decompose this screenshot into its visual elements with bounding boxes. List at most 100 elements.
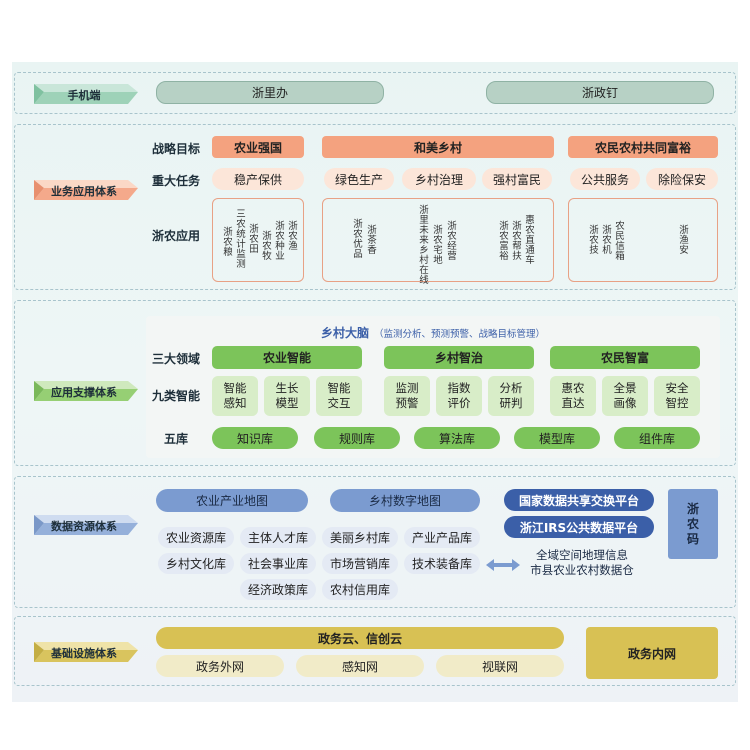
apps-row-label: 浙农应用 [152,229,201,243]
intel-monitor-warning[interactable]: 监测预警 [384,376,430,416]
app-zhenong-seed[interactable]: 浙农种业 [275,221,285,262]
map-agri-industry[interactable]: 农业产业地图 [156,489,308,512]
goals-row-label: 战略目标 [152,142,201,156]
domain-village-governance[interactable]: 乡村智治 [384,346,534,369]
intel-panoramic-profile[interactable]: 全景画像 [602,376,648,416]
app-chaxiang[interactable]: 浙茶香 [367,225,377,256]
db-marketing[interactable]: 市场营销库 [322,553,398,574]
app-zhenongliang[interactable]: 浙农粮 [223,227,233,258]
business-tag-label: 业务应用体系 [51,185,117,198]
db-subject-talent[interactable]: 主体人才库 [240,527,316,548]
net-video[interactable]: 视联网 [436,655,564,677]
db-village-culture[interactable]: 乡村文化库 [158,553,234,574]
db-rural-credit[interactable]: 农村信用库 [322,579,398,600]
warehouse-text: 全域空间地理信息 市县农业农村数据仓 [522,548,642,578]
db-tech-equipment[interactable]: 技术装备库 [404,553,480,574]
intel-card-line: 预警 [395,396,419,410]
gov-cloud[interactable]: 政务云、信创云 [156,627,564,649]
brain-title-row: 乡村大脑 （监测分析、预测预警、战略目标管理） [146,322,720,341]
lib-algorithm[interactable]: 算法库 [414,427,500,449]
task-strong-village: 强村富民 [482,168,552,190]
intel-smart-sensing[interactable]: 智能感知 [212,376,258,416]
app-future-village[interactable]: 浙里未来乡村在线 [419,205,429,286]
goal-common-prosperity: 农民农村共同富裕 [568,136,718,158]
apps-box-farmers [568,198,718,282]
intel-growth-model[interactable]: 生长模型 [264,376,310,416]
app-youpin[interactable]: 浙农优品 [353,219,363,260]
app-yuan[interactable]: 浙渔安 [679,225,689,256]
intel-card-text: 监测预警 [396,381,419,411]
platform-zhejiang-irs[interactable]: 浙江IRS公共数据平台 [504,516,654,538]
gov-intranet[interactable]: 政务内网 [586,627,718,679]
nine-row-label: 九类智能 [152,389,201,403]
layer-tag-icon [34,381,138,401]
lib-component[interactable]: 组件库 [614,427,700,449]
app-zhenongtian[interactable]: 浙农田 [249,224,259,255]
intel-card-line: 智能 [223,381,247,395]
data-tag-label: 数据资源体系 [51,520,117,533]
intel-card-text: 指数评价 [448,381,471,411]
lib-knowledge[interactable]: 知识库 [212,427,298,449]
zhenong-code-label: 浙农码 [686,501,699,546]
apps-box-village [322,198,554,282]
layer-tag-icon [34,84,138,104]
db-industry-product[interactable]: 产业产品库 [404,527,480,548]
layer-tag-icon [34,642,138,662]
app-fuyu[interactable]: 浙农富裕 [499,221,509,262]
app-zhaidi[interactable]: 浙农宅地 [433,225,443,266]
db-beautiful-village[interactable]: 美丽乡村库 [322,527,398,548]
intel-card-line: 全景 [613,381,637,395]
mobile-section [14,72,736,114]
intel-card-line: 智控 [665,396,689,410]
data-section [14,476,736,608]
intel-card-text: 分析研判 [500,381,523,411]
mobile-tag-label: 手机端 [67,89,101,102]
business-tag: 业务应用体系 [28,172,140,208]
intel-card-text: 安全智控 [666,381,689,411]
db-social-affairs[interactable]: 社会事业库 [240,553,316,574]
intel-direct-benefit[interactable]: 惠农直达 [550,376,596,416]
db-economic-policy[interactable]: 经济政策库 [240,579,316,600]
app-nongji-tech[interactable]: 浙农技 [589,225,599,256]
net-sensing[interactable]: 感知网 [296,655,424,677]
intel-card-line: 直达 [561,396,585,410]
intel-card-line: 交互 [327,396,351,410]
lib-model[interactable]: 模型库 [514,427,600,449]
layer-tag-icon [34,515,138,535]
intel-smart-interaction[interactable]: 智能交互 [316,376,362,416]
net-gov-external[interactable]: 政务外网 [156,655,284,677]
intel-card-line: 生长 [275,381,299,395]
zhezhengding-button[interactable]: 浙政钉 [486,81,714,104]
intel-card-line: 画像 [613,396,637,410]
domain-farmer-wealth[interactable]: 农民智富 [550,346,700,369]
zhelibang-button[interactable]: 浙里办 [156,81,384,104]
apps-box-agri [212,198,304,282]
infra-tag: 基础设施体系 [28,634,140,670]
db-agri-resources[interactable]: 农业资源库 [158,527,234,548]
intel-card-text: 智能感知 [224,381,247,411]
app-nongji-machine[interactable]: 浙农机 [602,225,612,256]
intel-analysis-judgement[interactable]: 分析研判 [488,376,534,416]
intel-card-line: 指数 [447,381,471,395]
tasks-row-label: 重大任务 [152,174,201,188]
domain-agri-intelligence[interactable]: 农业智能 [212,346,362,369]
business-section [14,124,736,290]
platform-national-exchange[interactable]: 国家数据共享交换平台 [504,489,654,511]
lib-rules[interactable]: 规则库 [314,427,400,449]
map-village-digital[interactable]: 乡村数字地图 [330,489,480,512]
app-zhenongmu[interactable]: 浙农牧 [262,231,272,262]
warehouse-line-county: 市县农业农村数据仓 [530,563,634,577]
app-bangfu[interactable]: 浙农帮扶 [512,221,522,262]
app-zhenongyu[interactable]: 浙农渔 [288,221,298,252]
zhenong-code-block[interactable]: 浙农码 [668,489,718,559]
support-tag: 应用支撑体系 [28,373,140,409]
intel-index-evaluation[interactable]: 指数评价 [436,376,482,416]
intel-card-line: 感知 [223,396,247,410]
app-huinong-train[interactable]: 惠农直通车 [525,215,535,266]
app-farmer-mailbox[interactable]: 农民信箱 [615,221,625,262]
infra-tag-label: 基础设施体系 [51,647,117,660]
app-jingying[interactable]: 浙农经营 [447,221,457,262]
intel-safety-control[interactable]: 安全智控 [654,376,700,416]
brain-title: 乡村大脑 [320,326,369,340]
app-sannong-stats[interactable]: 三农统计监测 [236,209,246,270]
